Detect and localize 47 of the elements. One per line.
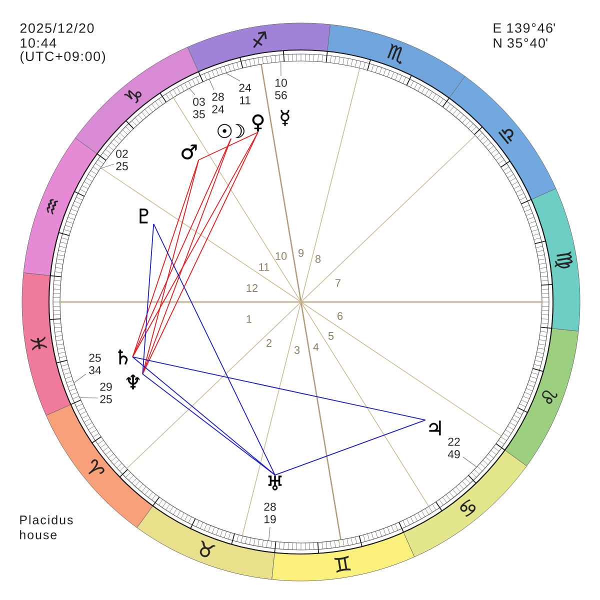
- aspect-line: [132, 160, 200, 358]
- planet-glyph: ☉☽: [218, 124, 244, 138]
- house-number: 10: [276, 252, 287, 260]
- planet-glyph: ♃: [429, 420, 441, 436]
- house-number: 5: [328, 332, 334, 340]
- house-number: 12: [246, 284, 258, 292]
- house-number: 6: [338, 312, 343, 320]
- house-number: 3: [294, 346, 300, 354]
- house-number: 8: [315, 255, 321, 263]
- degree-label: 25 34: [89, 354, 102, 374]
- planet-glyph: ♅: [268, 476, 282, 490]
- degree-label: 28 19: [264, 502, 276, 524]
- sign-segment: ♎: [448, 76, 556, 200]
- planet-glyph: ♆: [126, 374, 140, 390]
- chart-info-text: 2025/12/20: [20, 23, 94, 33]
- sign-segment: ♏: [327, 24, 466, 98]
- chart-info-text: E 139°46': [494, 23, 555, 33]
- planet-glyph: ♂: [182, 144, 197, 160]
- sign-segment: ♌: [504, 328, 579, 466]
- degree-label: 24 11: [239, 84, 252, 104]
- aspect-line: [132, 356, 276, 476]
- chart-info-text: 10:44: [20, 38, 56, 48]
- aspect-line: [132, 138, 232, 358]
- planet-glyph: ♀: [252, 114, 264, 132]
- sign-segment: ♐: [187, 22, 330, 72]
- house-number: 7: [336, 279, 340, 287]
- sign-segment: ♊: [272, 532, 415, 582]
- house-number: 9: [298, 249, 304, 257]
- house-number: 1: [246, 315, 252, 323]
- planet-glyph: ♇: [140, 208, 148, 224]
- aspect-line: [198, 132, 258, 160]
- planet-glyph: ☿: [280, 110, 290, 126]
- sign-segment: ♓: [22, 272, 72, 416]
- aspect-line: [132, 356, 426, 420]
- degree-label: 29 25: [100, 382, 112, 404]
- sign-segment: ♒: [23, 138, 98, 276]
- aspect-line: [142, 224, 154, 374]
- degree-label: 28 24: [212, 92, 224, 114]
- aspect-line: [153, 224, 276, 476]
- aspect-line: [274, 420, 426, 476]
- house-number: 4: [313, 343, 319, 351]
- sign-segment: ♍: [530, 188, 580, 332]
- house-number: 2: [266, 339, 272, 347]
- chart-info-text: N 35°40': [494, 38, 548, 48]
- house-number: 11: [259, 263, 270, 271]
- aspect-line: [142, 374, 276, 476]
- planet-glyph: ♄: [118, 350, 128, 364]
